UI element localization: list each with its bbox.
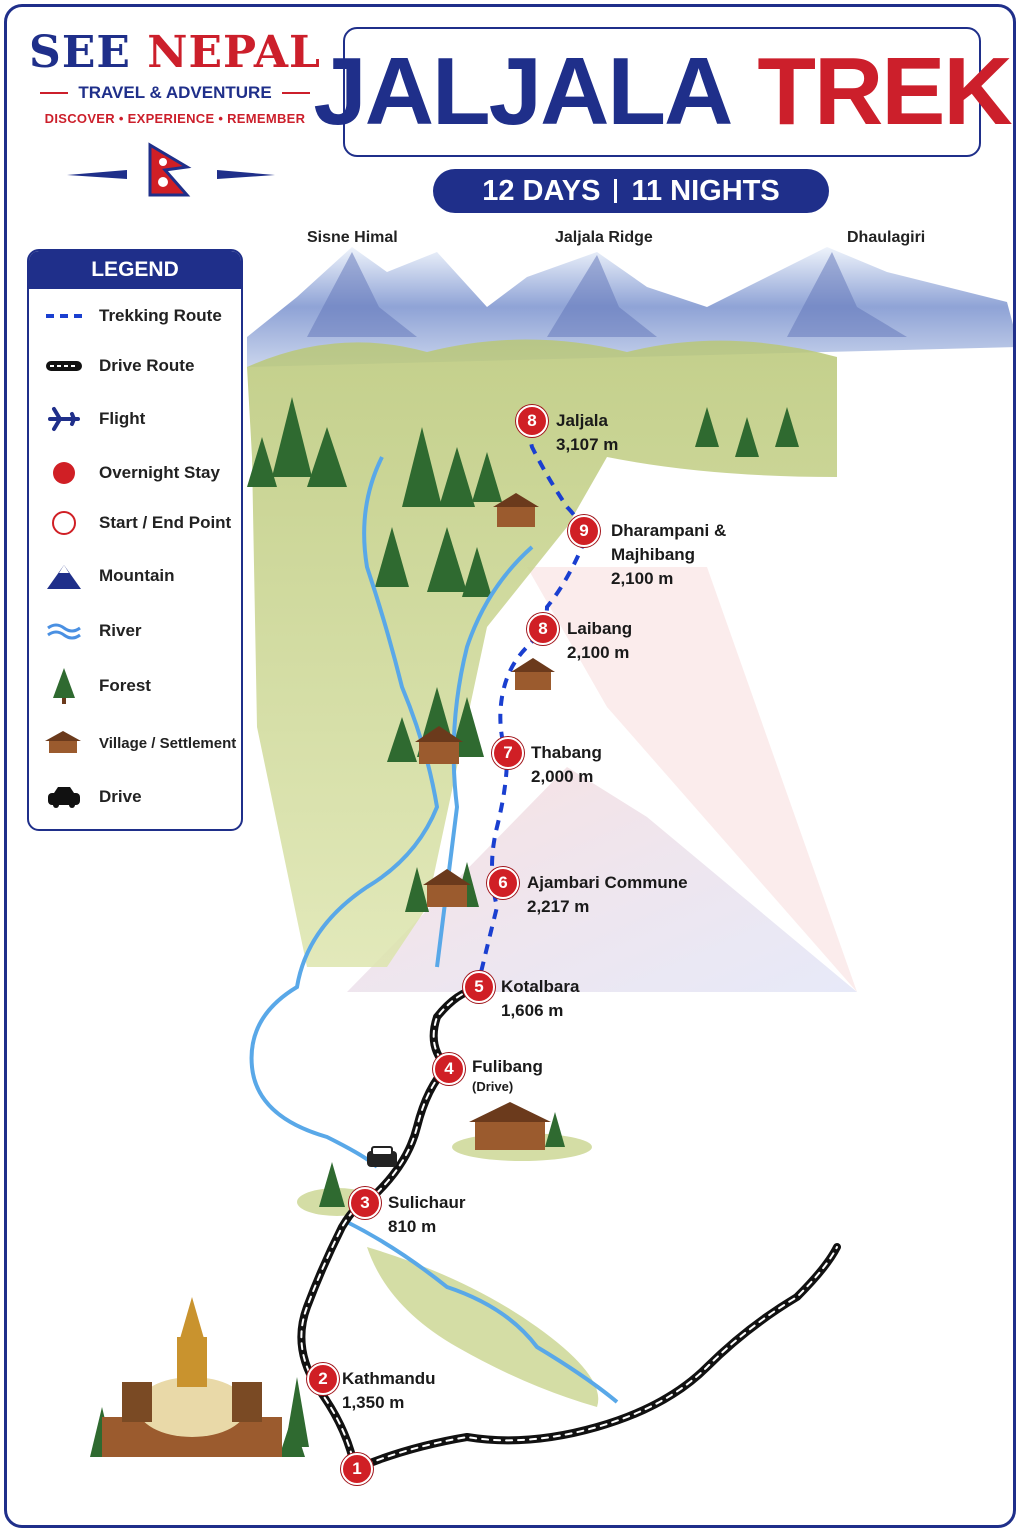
stupa-illustration [102, 1297, 282, 1457]
tree-icon [29, 668, 99, 704]
stop-marker-2[interactable]: 2 [307, 1363, 339, 1395]
airplane-icon [29, 405, 99, 433]
legend-item: Overnight Stay [29, 453, 241, 493]
legend-item: Forest [29, 666, 241, 706]
brand-block: SEE NEPAL TRAVEL & ADVENTURE DISCOVER • … [27, 27, 323, 127]
car-icon [29, 785, 99, 809]
legend-item: Trekking Route [29, 296, 241, 336]
mountain-icon [29, 563, 99, 589]
stop-marker-7[interactable]: 7 [492, 737, 524, 769]
brand-name: SEE NEPAL [29, 27, 321, 78]
stop-marker-8[interactable]: 8 [527, 613, 559, 645]
legend-item: Village / Settlement [29, 723, 241, 763]
stop-marker-6[interactable]: 6 [487, 867, 519, 899]
nepal-flag [67, 142, 275, 197]
map-canvas [67, 142, 1013, 1473]
stop-marker-4[interactable]: 4 [433, 1053, 465, 1085]
stop-marker-3[interactable]: 3 [349, 1187, 381, 1219]
legend-item: Start / End Point [29, 503, 241, 543]
map-frame: SEE NEPAL TRAVEL & ADVENTURE DISCOVER • … [4, 4, 1016, 1528]
peak-label: Dhaulagiri [847, 229, 926, 246]
peak-label: Sisne Himal [307, 229, 398, 246]
stop-label-fulibang: Fulibang(Drive) [472, 1057, 543, 1094]
watermark-peak [527, 567, 857, 992]
legend-item: Drive [29, 777, 241, 817]
duration-pill: 12 DAYS 11 NIGHTS [433, 169, 829, 213]
dashed-line-icon [29, 313, 99, 319]
brand-subtitle: TRAVEL & ADVENTURE [27, 83, 323, 103]
brand-tagline: DISCOVER • EXPERIENCE • REMEMBER [44, 111, 306, 126]
legend-title: LEGEND [29, 251, 241, 289]
forest-clusters [90, 397, 799, 1457]
mountain-range [247, 247, 1013, 367]
legend-item: Flight [29, 399, 241, 439]
trekking-route [475, 420, 585, 990]
stop-marker-5[interactable]: 5 [463, 971, 495, 1003]
stop-label-dharampani: Dharampani & Majhibang 2,100 m [611, 521, 727, 588]
stop-marker-jaljala[interactable]: 8 [516, 405, 548, 437]
watermark-mountain [347, 767, 857, 992]
legend-item: Drive Route [29, 346, 241, 386]
village-icon [29, 731, 99, 755]
legend-item: Mountain [29, 556, 241, 596]
trek-title: JALJALA TREK [313, 27, 1013, 157]
legend-panel: LEGEND Trekking Route Drive Route Flight… [27, 249, 243, 831]
road-icon [29, 361, 99, 371]
ring-icon [29, 510, 99, 536]
peak-label: Jaljala Ridge [555, 229, 653, 246]
villages [415, 493, 555, 1150]
red-dot-icon [29, 460, 99, 486]
stop-marker-1[interactable]: 1 [341, 1453, 373, 1485]
stop-marker-9[interactable]: 9 [568, 515, 600, 547]
legend-item: River [29, 611, 241, 651]
car-icon [367, 1146, 397, 1167]
river-icon [29, 622, 99, 640]
